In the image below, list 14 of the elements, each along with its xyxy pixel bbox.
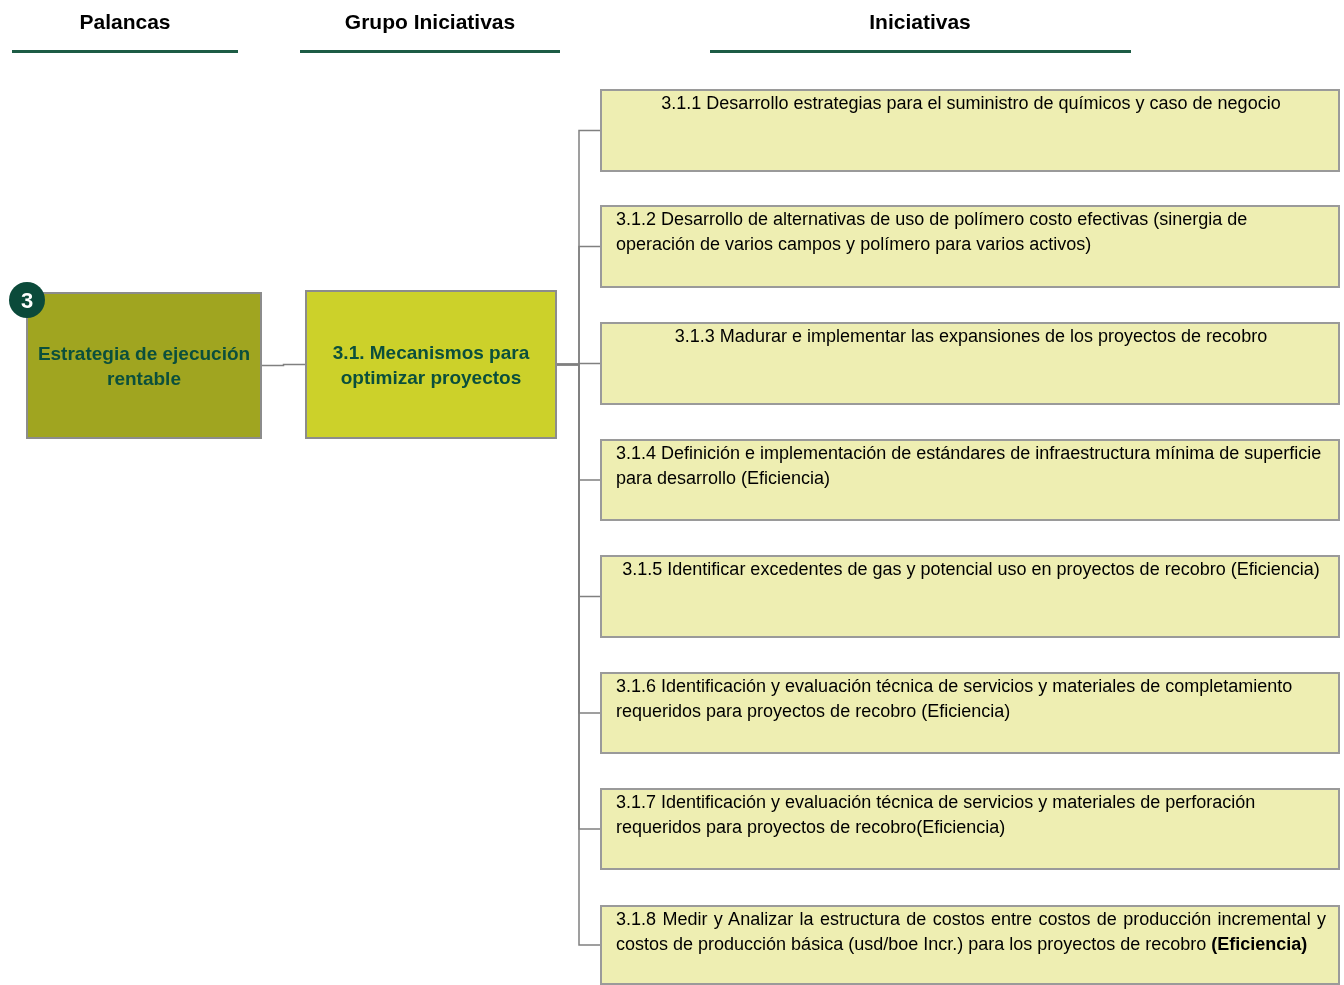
initiative-box: 3.1.8 Medir y Analizar la estructura de costos entre costos de producción incremental y costos de producción básica (usd/boe Incr.) para los proyectos de recobro (Eficiencia) xyxy=(600,905,1340,985)
group-box: 3.1. Mecanismos para optimizar proyectos xyxy=(305,290,557,439)
column-header: Iniciativas xyxy=(869,9,971,35)
initiative-box: 3.1.3 Madurar e implementar las expansiones de los proyectos de recobro xyxy=(600,322,1340,405)
number-badge: 3 xyxy=(9,282,45,318)
initiative-box: 3.1.2 Desarrollo de alternativas de uso de polímero costo efectivas (sinergia de operación de varios campos y polímero para varios activos) xyxy=(600,205,1340,288)
initiative-box: 3.1.1 Desarrollo estrategias para el suministro de químicos y caso de negocio xyxy=(600,89,1340,172)
connector-line xyxy=(261,363,306,367)
initiative-box: 3.1.6 Identificación y evaluación técnica de servicios y materiales de completamiento requeridos para proyectos de recobro (Eficiencia) xyxy=(600,672,1340,754)
column-header: Palancas xyxy=(79,9,171,35)
initiative-box: 3.1.7 Identificación y evaluación técnica de servicios y materiales de perforación requeridos para proyectos de recobro(Eficiencia) xyxy=(600,788,1340,870)
column-header: Grupo Iniciativas xyxy=(344,9,516,35)
initiative-box: 3.1.4 Definición e implementación de estándares de infraestructura mínima de superficie para desarrollo (Eficiencia) xyxy=(600,439,1340,521)
initiative-box: 3.1.5 Identificar excedentes de gas y potencial uso en proyectos de recobro (Eficiencia) xyxy=(600,555,1340,638)
